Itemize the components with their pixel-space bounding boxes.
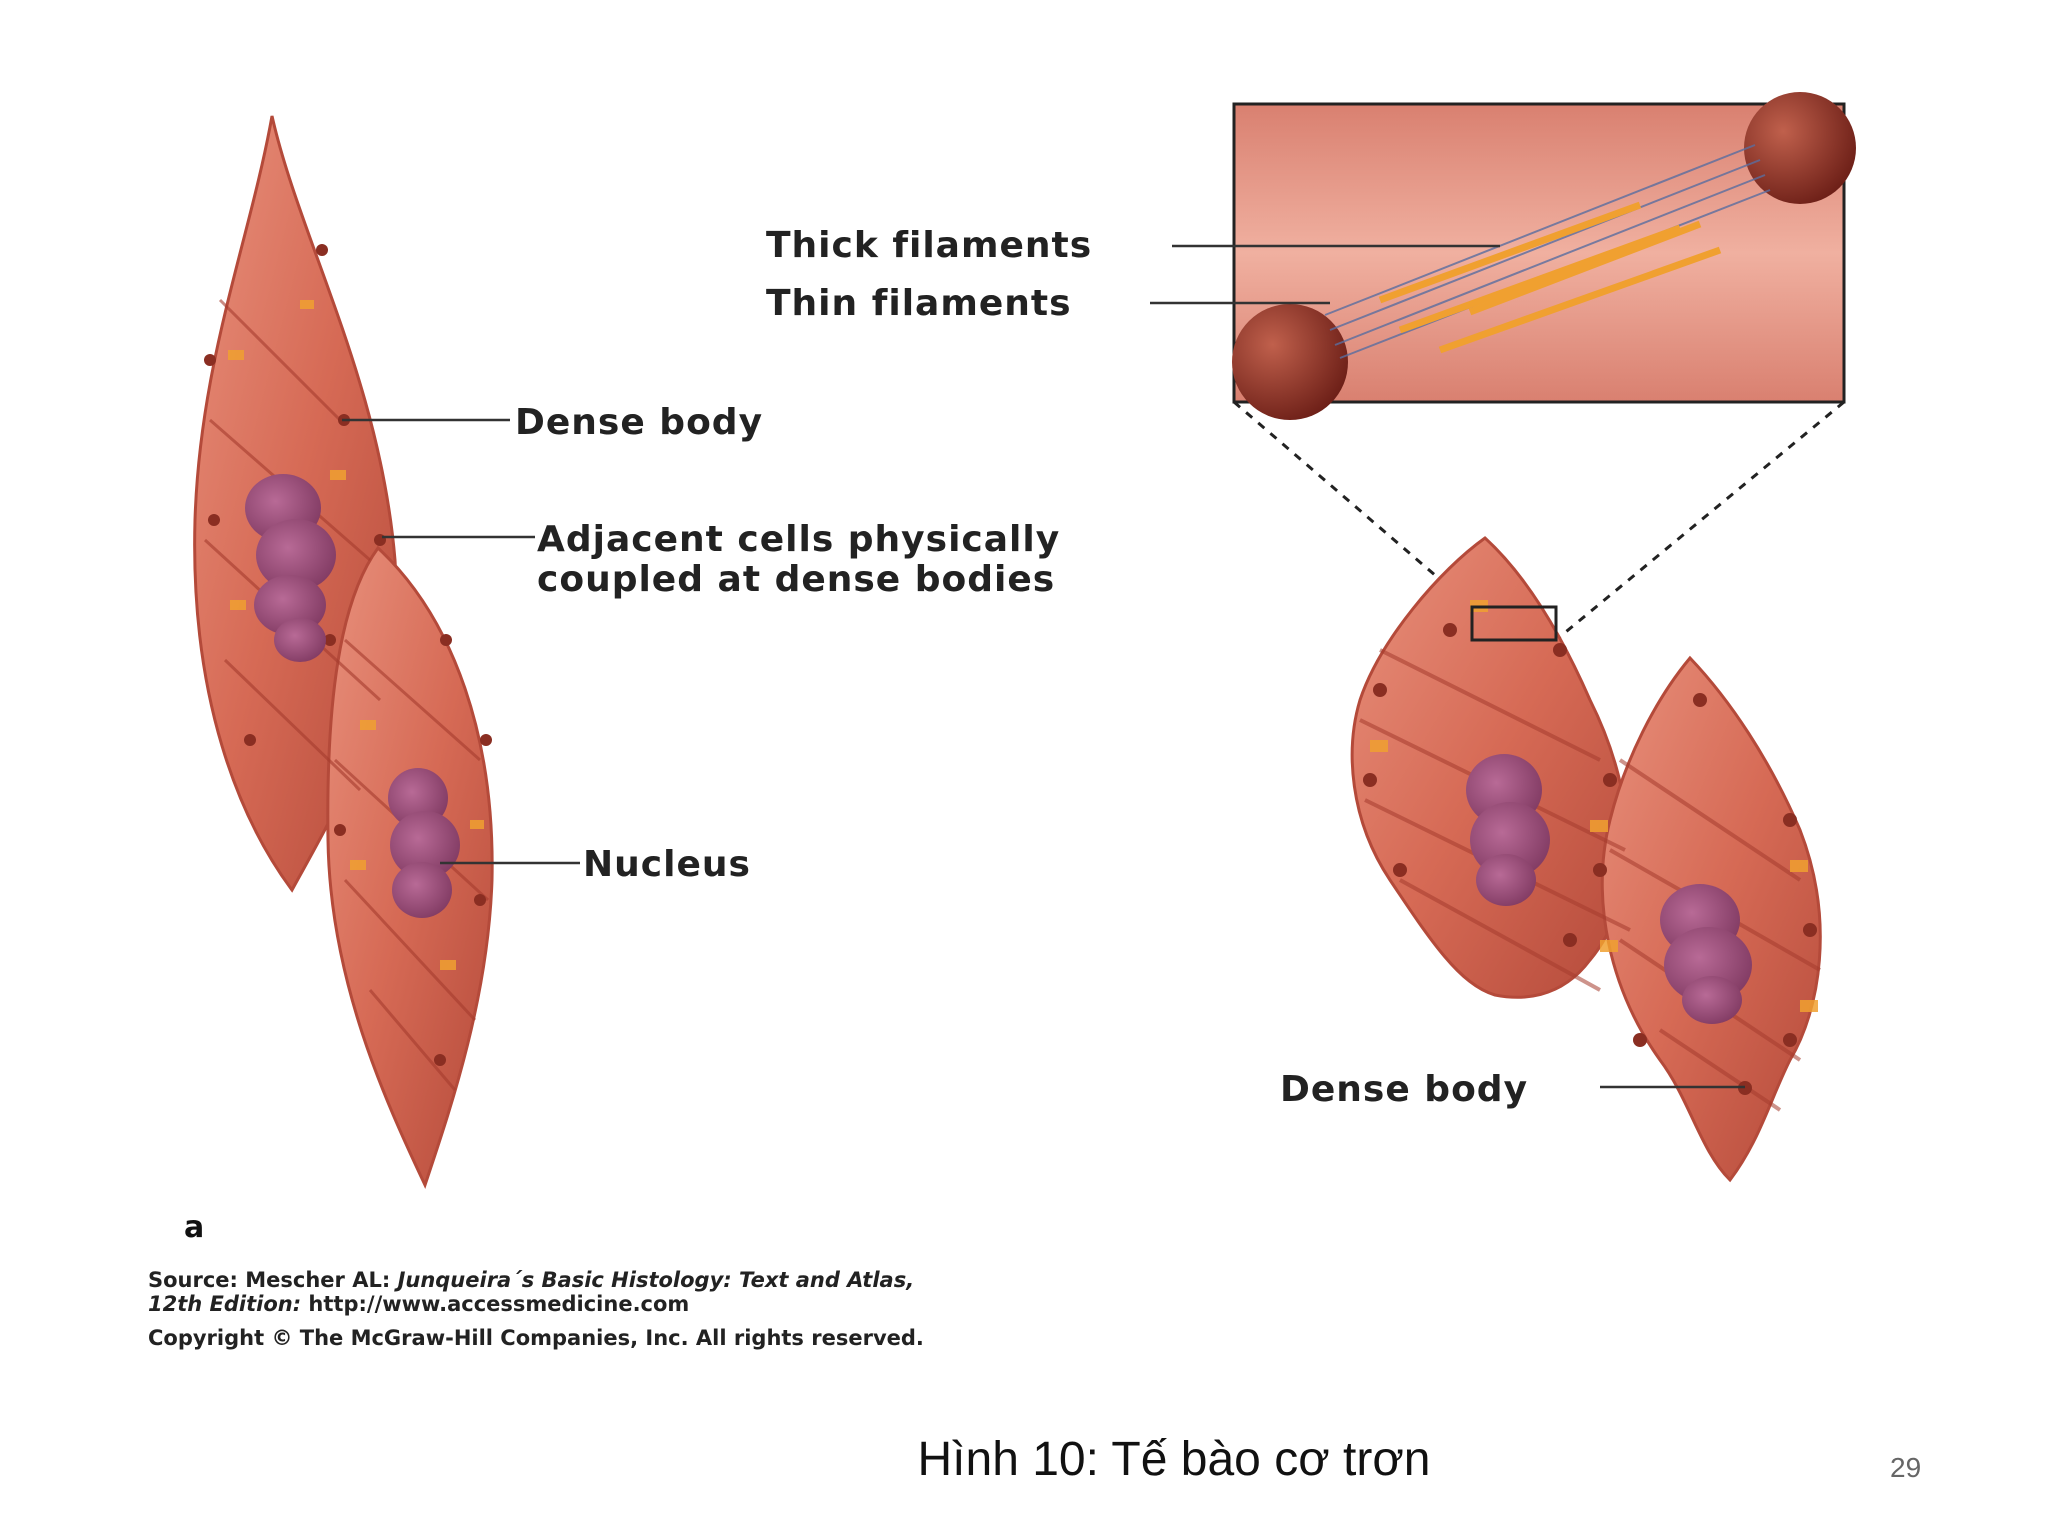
filament-inset xyxy=(1232,92,1856,420)
left-leader-lines xyxy=(342,418,580,865)
label-adjacent-line1: Adjacent cells physically xyxy=(537,519,1061,560)
label-adjacent-line2: coupled at dense bodies xyxy=(537,559,1056,600)
copyright: Copyright © The McGraw-Hill Companies, I… xyxy=(148,1326,924,1350)
inset-thin-filaments xyxy=(1324,144,1771,359)
panel-letter: a xyxy=(184,1210,205,1245)
label-dense-body-right: Dense body xyxy=(1280,1069,1529,1110)
right-muscle-cells xyxy=(1350,536,1822,1183)
zoom-target-box xyxy=(1470,605,1558,642)
left-filament-bundles xyxy=(228,300,484,970)
label-nucleus: Nucleus xyxy=(583,844,751,885)
right-leader-lines xyxy=(1150,244,1745,1089)
left-striations xyxy=(203,298,490,1091)
source-url: http://www.accessmedicine.com xyxy=(301,1292,690,1316)
left-nucleus-upper xyxy=(245,474,336,662)
right-nucleus-front xyxy=(1660,884,1752,1024)
caption-text: Hình 10: Tế bào cơ trơn xyxy=(917,1433,1431,1486)
source-edition: 12th Edition: xyxy=(148,1292,302,1316)
inset-dense-body-bottom xyxy=(1232,304,1348,420)
label-thin-filaments: Thin filaments xyxy=(766,283,1072,324)
inset-dense-body-top xyxy=(1744,92,1856,204)
right-dense-bodies xyxy=(1363,623,1817,1095)
source-citation: Source: Mescher AL: Junqueira´s Basic Hi… xyxy=(148,1268,914,1316)
label-dense-body-left: Dense body xyxy=(515,402,764,443)
label-thick-filaments: Thick filaments xyxy=(766,225,1093,266)
source-prefix: Source: Mescher AL: xyxy=(148,1268,398,1292)
figure-caption: Hình 10: Tế bào cơ trơn xyxy=(0,1432,2048,1487)
right-nucleus-back xyxy=(1466,754,1550,906)
zoom-lines xyxy=(1233,400,1845,642)
page-number: 29 xyxy=(1890,1452,1922,1483)
source-book: Junqueira´s Basic Histology: Text and At… xyxy=(397,1268,915,1292)
inset-thick-filaments xyxy=(1378,201,1722,354)
left-muscle-cells xyxy=(193,115,494,1190)
